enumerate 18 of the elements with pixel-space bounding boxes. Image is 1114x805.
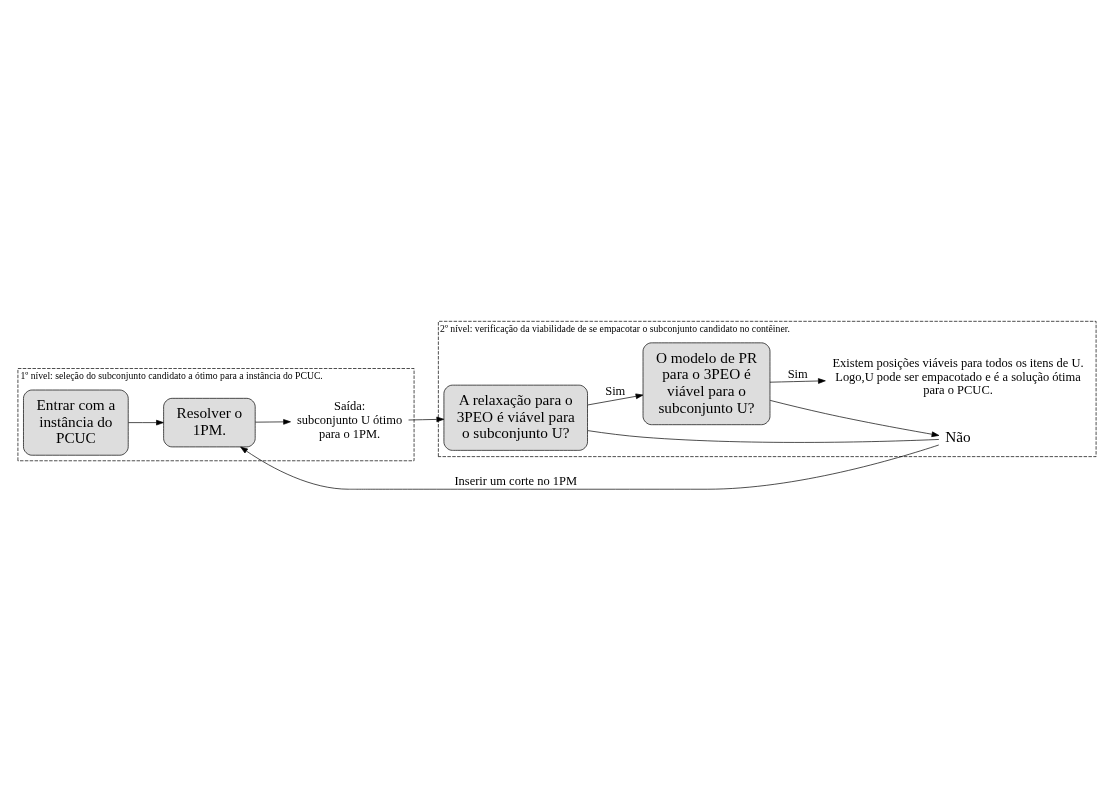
node-text: Saída: subconjunto U ótimo para o 1PM. <box>296 399 403 442</box>
edge-label: Sim <box>787 366 808 381</box>
arrow <box>240 444 940 490</box>
connector <box>587 430 940 443</box>
node-box: O modelo de PR para o 3PEO é viável para o subconjunto U? <box>642 342 771 426</box>
arrow <box>769 378 826 384</box>
node-box: A relaxação para o 3PEO é viável para o subconjunto U? <box>443 384 588 451</box>
arrow <box>587 393 644 406</box>
arrow <box>128 419 164 426</box>
node-text: Existem posições viáveis para todos os itens de U. Logo,U pode ser empacotado e é a solução ótima para o PCUC. <box>832 355 1084 398</box>
node-box: Entrar com a instância do PCUC <box>23 389 129 456</box>
edge-label: Sim <box>605 384 626 399</box>
edge-label: Inserir um corte no 1PM <box>454 474 578 489</box>
arrow <box>255 419 291 425</box>
arrow <box>408 416 445 423</box>
arrow <box>769 400 940 437</box>
node-box: Resolver o 1PM. <box>163 398 256 448</box>
node-text: Não <box>945 428 971 446</box>
